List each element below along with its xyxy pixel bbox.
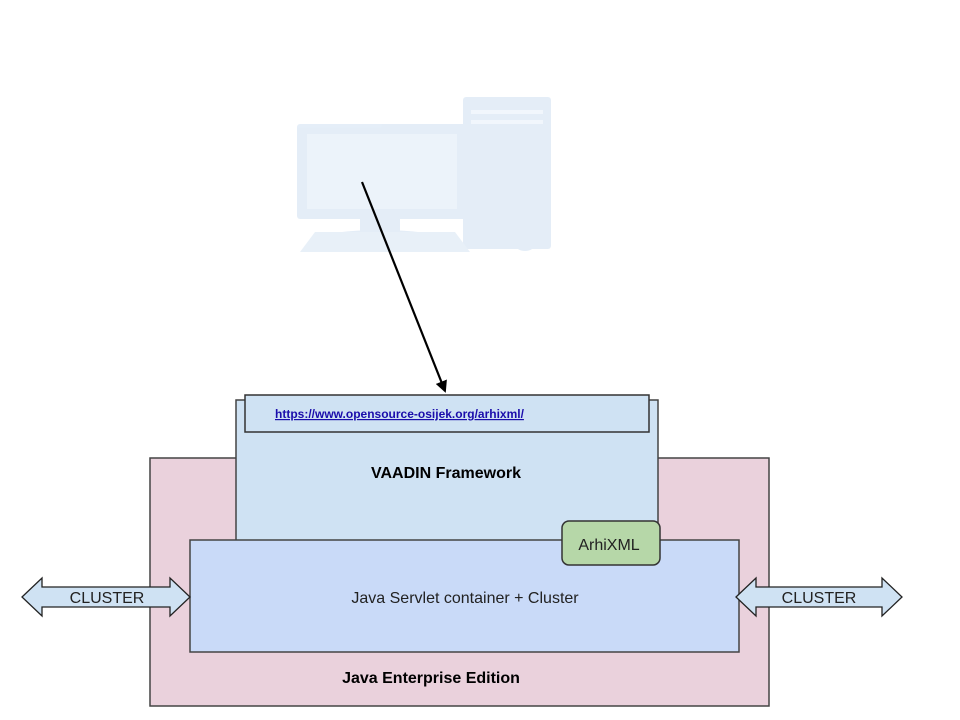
url-link[interactable]: https://www.opensource-osijek.org/arhixm… bbox=[275, 407, 525, 421]
cluster-right-arrow bbox=[735, 576, 903, 618]
desktop-computer-icon bbox=[297, 97, 551, 252]
servlet-container-label: Java Servlet container + Cluster bbox=[351, 590, 579, 607]
jee-label: Java Enterprise Edition bbox=[342, 670, 520, 687]
arhixml-tab bbox=[561, 520, 661, 566]
request-arrow bbox=[360, 181, 447, 393]
cluster-left-label: CLUSTER bbox=[70, 590, 145, 607]
url-bar bbox=[244, 394, 650, 433]
vaadin-framework-label: VAADIN Framework bbox=[371, 465, 521, 482]
cluster-left-arrow bbox=[21, 576, 191, 618]
arhixml-label: ArhiXML bbox=[578, 537, 639, 554]
cluster-right-label: CLUSTER bbox=[782, 590, 857, 607]
